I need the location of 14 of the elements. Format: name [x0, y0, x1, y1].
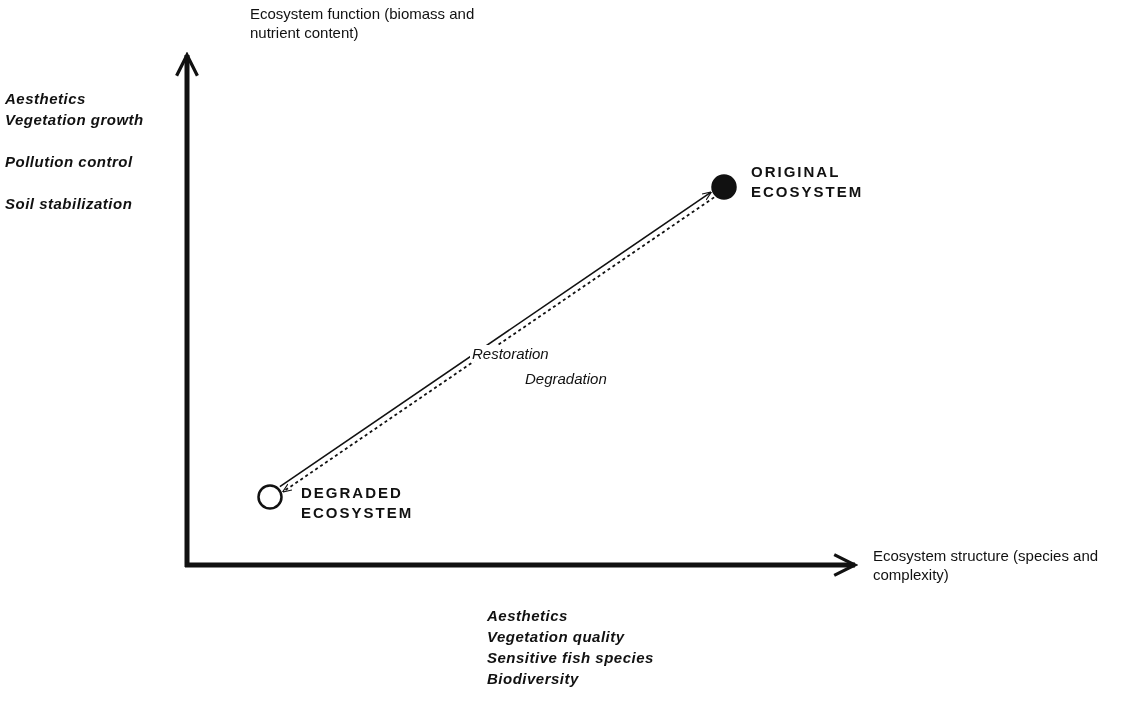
axis-attribute: Vegetation quality [487, 627, 625, 647]
axis-attribute: Biodiversity [487, 669, 579, 689]
axis-attribute: Aesthetics [5, 89, 87, 109]
axis-attribute: Soil stabilization [5, 194, 134, 214]
axis-attribute: Aesthetics [487, 606, 568, 626]
edge-label: Degradation [523, 370, 609, 387]
node-caption: ORIGINAL ECOSYSTEM [751, 162, 865, 202]
axis-attribute: Sensitive fish species [487, 648, 654, 668]
edge-label: Restoration [470, 345, 551, 362]
axis-title: Ecosystem function (biomass and nutrient content) [250, 4, 476, 42]
axis-title: Ecosystem structure (species and complexity) [873, 546, 1100, 584]
axis-attribute: Vegetation growth [5, 110, 145, 130]
axis-attribute: Pollution control [5, 152, 134, 172]
node-caption: DEGRADED ECOSYSTEM [301, 483, 415, 523]
